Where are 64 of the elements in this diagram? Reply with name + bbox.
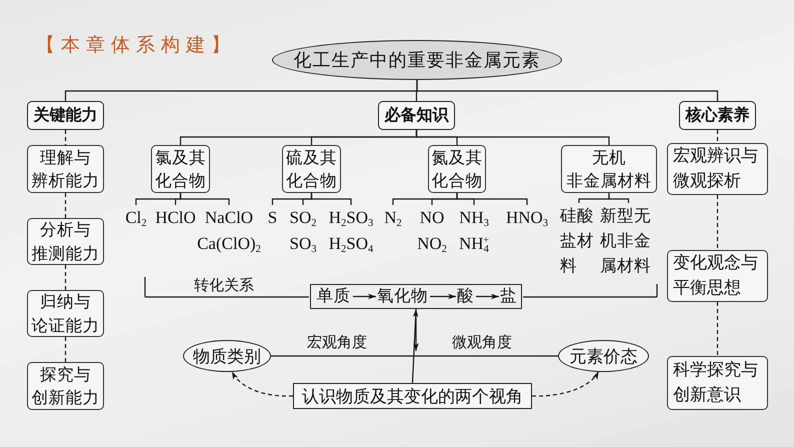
- arrow: [430, 294, 456, 300]
- topic-box: 氮及其化合物: [428, 145, 486, 193]
- topic-box: 无机非金属材料: [561, 145, 657, 193]
- connector-line: [456, 193, 528, 205]
- topic-box: 硫及其化合物: [282, 145, 341, 193]
- process-box: [310, 284, 522, 309]
- material-text: 硅酸盐材料: [560, 205, 595, 277]
- formula-text: HNO$_{3}$: [506, 207, 548, 231]
- formula-text: NO: [420, 207, 444, 229]
- formula-text: HClO: [155, 207, 196, 229]
- formula-text: H$_{2}$SO$_{4}$: [328, 233, 374, 257]
- arrow: [353, 294, 376, 300]
- formula-text: NaClO: [204, 207, 254, 229]
- formula-text: S: [268, 207, 278, 229]
- category-box: 关键能力: [27, 101, 104, 130]
- title-text: 【本章体系构建】: [36, 33, 236, 57]
- formula-text: NO$_{2}$: [417, 233, 447, 257]
- topic-box: 氯及其化合物: [151, 145, 210, 193]
- formula-text: NH$_{3}$: [459, 207, 489, 231]
- arrow: [413, 309, 419, 351]
- line-label: 宏观角度: [307, 333, 367, 352]
- dashed-arrow: [532, 371, 600, 397]
- connector-line: [310, 193, 352, 205]
- formula-text: N$_{2}$: [384, 207, 402, 231]
- arrow: [412, 308, 418, 384]
- dashed-line: [716, 302, 718, 356]
- connector-line: [180, 193, 230, 205]
- literacy-box: 宏观辨识与微观探析: [667, 143, 768, 195]
- literacy-box: 科学探究与创新意识: [667, 356, 768, 410]
- concept-ellipse: 元素价态: [558, 340, 649, 372]
- dashed-line: [716, 130, 718, 143]
- ability-box: 探究与创新能力: [27, 362, 104, 410]
- formula-text: H$_{2}$SO$_{3}$: [328, 207, 374, 231]
- dashed-line: [64, 193, 66, 218]
- ability-box: 归纳与论证能力: [27, 290, 104, 337]
- formula-text: SO$_{3}$: [290, 233, 316, 257]
- dashed-line: [64, 337, 66, 362]
- literacy-box: 变化观念与平衡思想: [667, 250, 768, 302]
- category-box: 核心素养: [679, 101, 756, 130]
- term-text: 盐: [500, 285, 518, 308]
- term-text: 单质: [316, 285, 351, 308]
- dashed-arrow: [231, 371, 293, 397]
- arrow: [476, 294, 499, 300]
- connector-line: [416, 80, 718, 101]
- connector-line: [271, 355, 558, 357]
- formula-text: SO$_{2}$: [290, 207, 316, 231]
- category-box: 必备知识: [378, 101, 455, 130]
- concept-ellipse: 物质类别: [183, 340, 271, 372]
- connector-line: [608, 193, 630, 203]
- bracket-label: 转化关系: [194, 276, 254, 295]
- connector-line: [416, 130, 610, 145]
- topic-ellipse: 化工生产中的重要非金属元素: [272, 40, 562, 80]
- formula-text: Ca(ClO)$_{2}$: [197, 233, 261, 257]
- ability-box: 理解与辨析能力: [27, 145, 104, 193]
- ability-box: 分析与推测能力: [27, 218, 104, 265]
- term-text: 酸: [457, 285, 474, 308]
- line-label: 微观角度: [452, 333, 512, 352]
- dashed-line: [64, 265, 66, 290]
- dashed-line: [716, 195, 718, 250]
- term-text: 氧化物: [377, 285, 428, 308]
- material-text: 新型无机非金属材料: [600, 205, 652, 277]
- formula-text: Cl$_{2}$: [125, 207, 147, 231]
- concept-box: 认识物质及其变化的两个视角: [293, 383, 532, 409]
- dashed-line: [64, 130, 66, 145]
